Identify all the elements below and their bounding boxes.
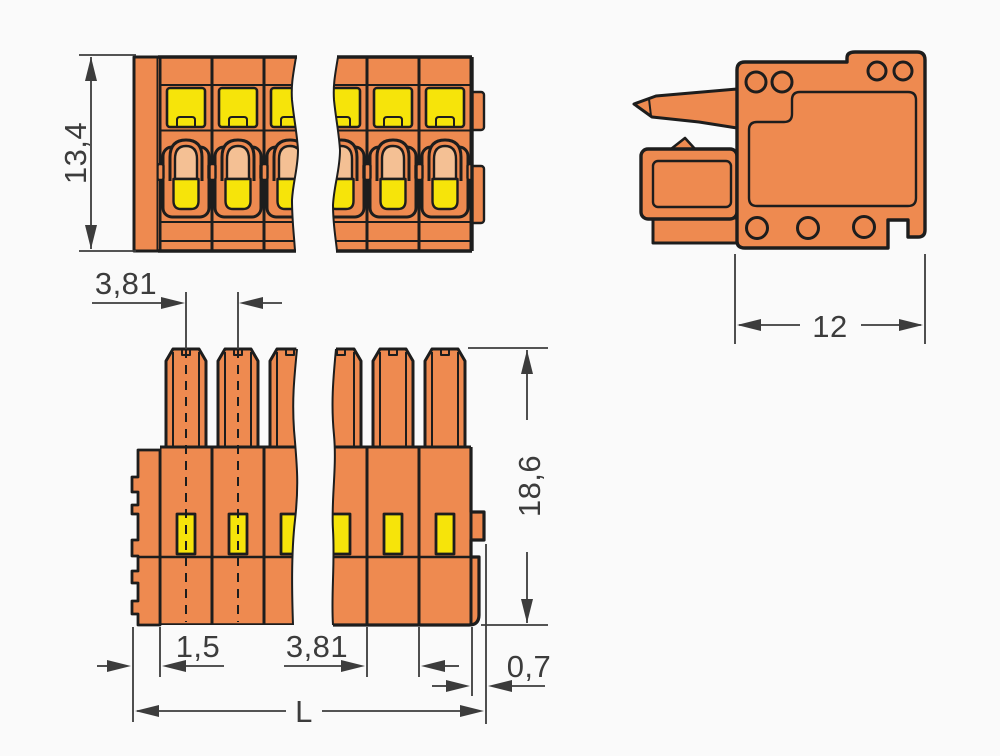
side-hole xyxy=(744,70,768,94)
bottom-break-edge xyxy=(291,348,299,626)
front-end-plate xyxy=(132,55,160,253)
dim-label-side-width: 12 xyxy=(812,309,847,344)
side-body xyxy=(735,50,927,250)
dim-latch-offset: 0,7 xyxy=(432,544,551,724)
dim-label-front-height: 13,4 xyxy=(58,122,93,184)
side-hole xyxy=(866,60,888,82)
front-view xyxy=(132,55,486,253)
dim-label-bottom-depth: 18,6 xyxy=(512,455,547,517)
dim-label-overall-length: L xyxy=(295,694,313,729)
dim-label-bottom-pitch: 3,81 xyxy=(286,629,348,664)
side-view xyxy=(632,50,927,250)
dim-front-height: 13,4 xyxy=(58,54,136,252)
dim-side-width: 12 xyxy=(734,254,926,344)
side-hole xyxy=(892,60,914,82)
side-hole xyxy=(796,216,820,240)
bottom-view xyxy=(130,292,486,627)
dim-label-top-pitch: 3,81 xyxy=(95,266,157,301)
plug-foot xyxy=(651,216,739,245)
dim-bottom-pitch: 3,81 xyxy=(284,627,459,677)
side-hole xyxy=(745,216,769,240)
bottom-right-edge xyxy=(333,447,486,627)
bottom-break-edge xyxy=(331,348,337,626)
bottom-end-plate xyxy=(130,448,162,627)
side-panel-contour xyxy=(747,90,918,208)
dim-label-end-wall: 1,5 xyxy=(176,629,221,664)
front-break-edge xyxy=(290,56,299,252)
front-break-edge xyxy=(332,56,341,252)
dim-end-wall: 1,5 xyxy=(97,627,224,722)
dim-top-pitch: 3,81 xyxy=(92,266,282,309)
dim-label-latch-offset: 0,7 xyxy=(507,649,552,684)
plug-section xyxy=(639,147,739,221)
side-hole xyxy=(852,215,876,239)
side-hole xyxy=(770,70,794,94)
dim-overall-length: L xyxy=(135,694,484,729)
dim-bottom-depth: 18,6 xyxy=(468,347,548,626)
